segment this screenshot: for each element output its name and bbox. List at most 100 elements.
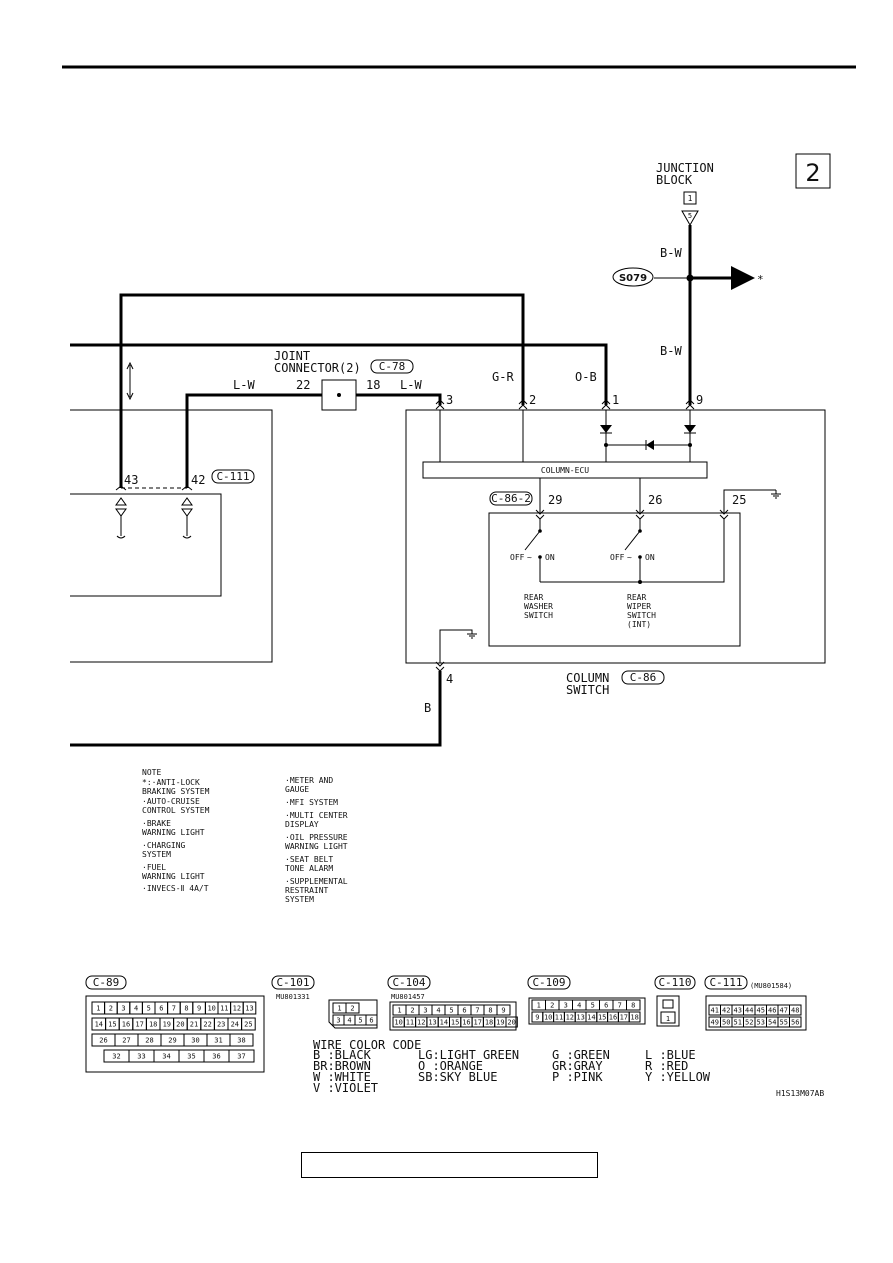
pin-number: 3 [423,1007,427,1015]
pin-number: 53 [757,1019,765,1027]
svg-text:O :ORANGE: O :ORANGE [418,1059,483,1073]
svg-text:22: 22 [296,378,310,392]
pin-number: 35 [187,1053,195,1061]
svg-text:P :PINK: P :PINK [552,1070,603,1084]
connector-tags: C-89 C-101 MU801331 C-104 MU801457 C-109… [85,975,792,1001]
pin-number: 20 [507,1019,515,1027]
joint-connector: JOINT CONNECTOR(2) C-78 22 18 [274,349,414,411]
pin-cell [242,1001,257,1015]
svg-text:LG:LIGHT GREEN: LG:LIGHT GREEN [418,1048,519,1062]
pin-number: 8 [184,1005,188,1013]
pin-number: 14 [587,1014,595,1022]
pin-number: 5 [147,1005,151,1013]
pin-number: 4 [134,1005,138,1013]
svg-text:L-W: L-W [233,378,255,392]
pin-number: 15 [108,1021,116,1029]
svg-text:COLUMN-ECU: COLUMN-ECU [541,466,589,475]
pin-number: 14 [440,1019,448,1027]
svg-text:26: 26 [648,493,662,507]
svg-text:·INVECS-Ⅱ 4A/T: ·INVECS-Ⅱ 4A/T [142,884,209,893]
pin-cell [241,1017,256,1031]
pin-number: 4 [347,1017,351,1025]
pin-cell [496,1004,511,1016]
svg-text:DISPLAY: DISPLAY [285,820,319,829]
pin-number: 9 [535,1014,539,1022]
svg-text:RESTRAINT: RESTRAINT [285,886,329,895]
pin-number: 9 [197,1005,201,1013]
pin-number: 13 [245,1005,253,1013]
svg-text:25: 25 [732,493,746,507]
svg-text:(MU801584): (MU801584) [750,982,792,990]
pin-number: 2 [550,1002,554,1010]
pin-number: 26 [99,1037,107,1045]
pin-cell [626,999,641,1011]
svg-text:WIPER: WIPER [627,602,651,611]
pin-number: 28 [145,1037,153,1045]
pin-number: 46 [768,1007,776,1015]
svg-text:SYSTEM: SYSTEM [142,850,171,859]
svg-text:~: ~ [527,553,532,562]
pin-number: 52 [745,1019,753,1027]
pin-number: 34 [162,1053,170,1061]
pin-number: 7 [475,1007,479,1015]
svg-text:1: 1 [688,194,693,203]
pin-number: 36 [212,1053,220,1061]
pin-number: 12 [417,1019,425,1027]
pin-cell [345,1002,360,1014]
column-ecu [422,461,708,479]
svg-text:43: 43 [124,473,138,487]
pin-number: 29 [168,1037,176,1045]
pin-number: 42 [722,1007,730,1015]
svg-text:L-W: L-W [400,378,422,392]
pin-cell [365,1014,378,1026]
svg-text:O-B: O-B [575,370,597,384]
svg-text:JUNCTION: JUNCTION [656,161,714,175]
svg-text:REAR: REAR [627,593,646,602]
svg-text:COLUMN: COLUMN [566,671,609,685]
pin-cell [789,1016,802,1028]
pin-number: 19 [496,1019,504,1027]
pin-number: 31 [214,1037,222,1045]
svg-text:C-109: C-109 [532,976,565,989]
pin-number: 16 [609,1014,617,1022]
pin-number: 20 [176,1021,184,1029]
column-switch-pins: 3 2 1 9 [435,393,703,410]
pin-number: 23 [217,1021,225,1029]
pin-number: 56 [791,1019,799,1027]
pin-number: 6 [604,1002,608,1010]
pin-number: 11 [220,1005,228,1013]
svg-text:BR:BROWN: BR:BROWN [313,1059,371,1073]
pin-number: 2 [109,1005,113,1013]
svg-text:SYSTEM: SYSTEM [285,895,314,904]
pin-number: 50 [722,1019,730,1027]
svg-text:WARNING LIGHT: WARNING LIGHT [142,828,205,837]
svg-text:ON: ON [645,553,655,562]
pin-number: 6 [369,1017,373,1025]
svg-text:WARNING LIGHT: WARNING LIGHT [142,872,205,881]
connector-c110: 1 [656,995,680,1027]
svg-text:C-104: C-104 [392,976,425,989]
junction-pin-icon [681,210,699,227]
svg-text:WARNING LIGHT: WARNING LIGHT [285,842,348,851]
svg-text:SWITCH: SWITCH [524,611,553,620]
pin-number: 43 [734,1007,742,1015]
wire-b [70,671,442,747]
svg-text:BLOCK: BLOCK [656,173,693,187]
pin-number: 16 [122,1021,130,1029]
svg-text:JOINT: JOINT [274,349,310,363]
pin-number: 51 [734,1019,742,1027]
svg-text:R :RED: R :RED [645,1059,688,1073]
pin-number: 21 [190,1021,198,1029]
pin-number: 1 [537,1002,541,1010]
svg-text:OFF: OFF [610,553,625,562]
svg-text:1: 1 [612,393,619,407]
pin-number: 15 [451,1019,459,1027]
pin-number: 14 [95,1021,103,1029]
svg-text:W :WHITE: W :WHITE [313,1070,371,1084]
pin-cell [505,1016,518,1028]
svg-text:C-111: C-111 [709,976,742,989]
